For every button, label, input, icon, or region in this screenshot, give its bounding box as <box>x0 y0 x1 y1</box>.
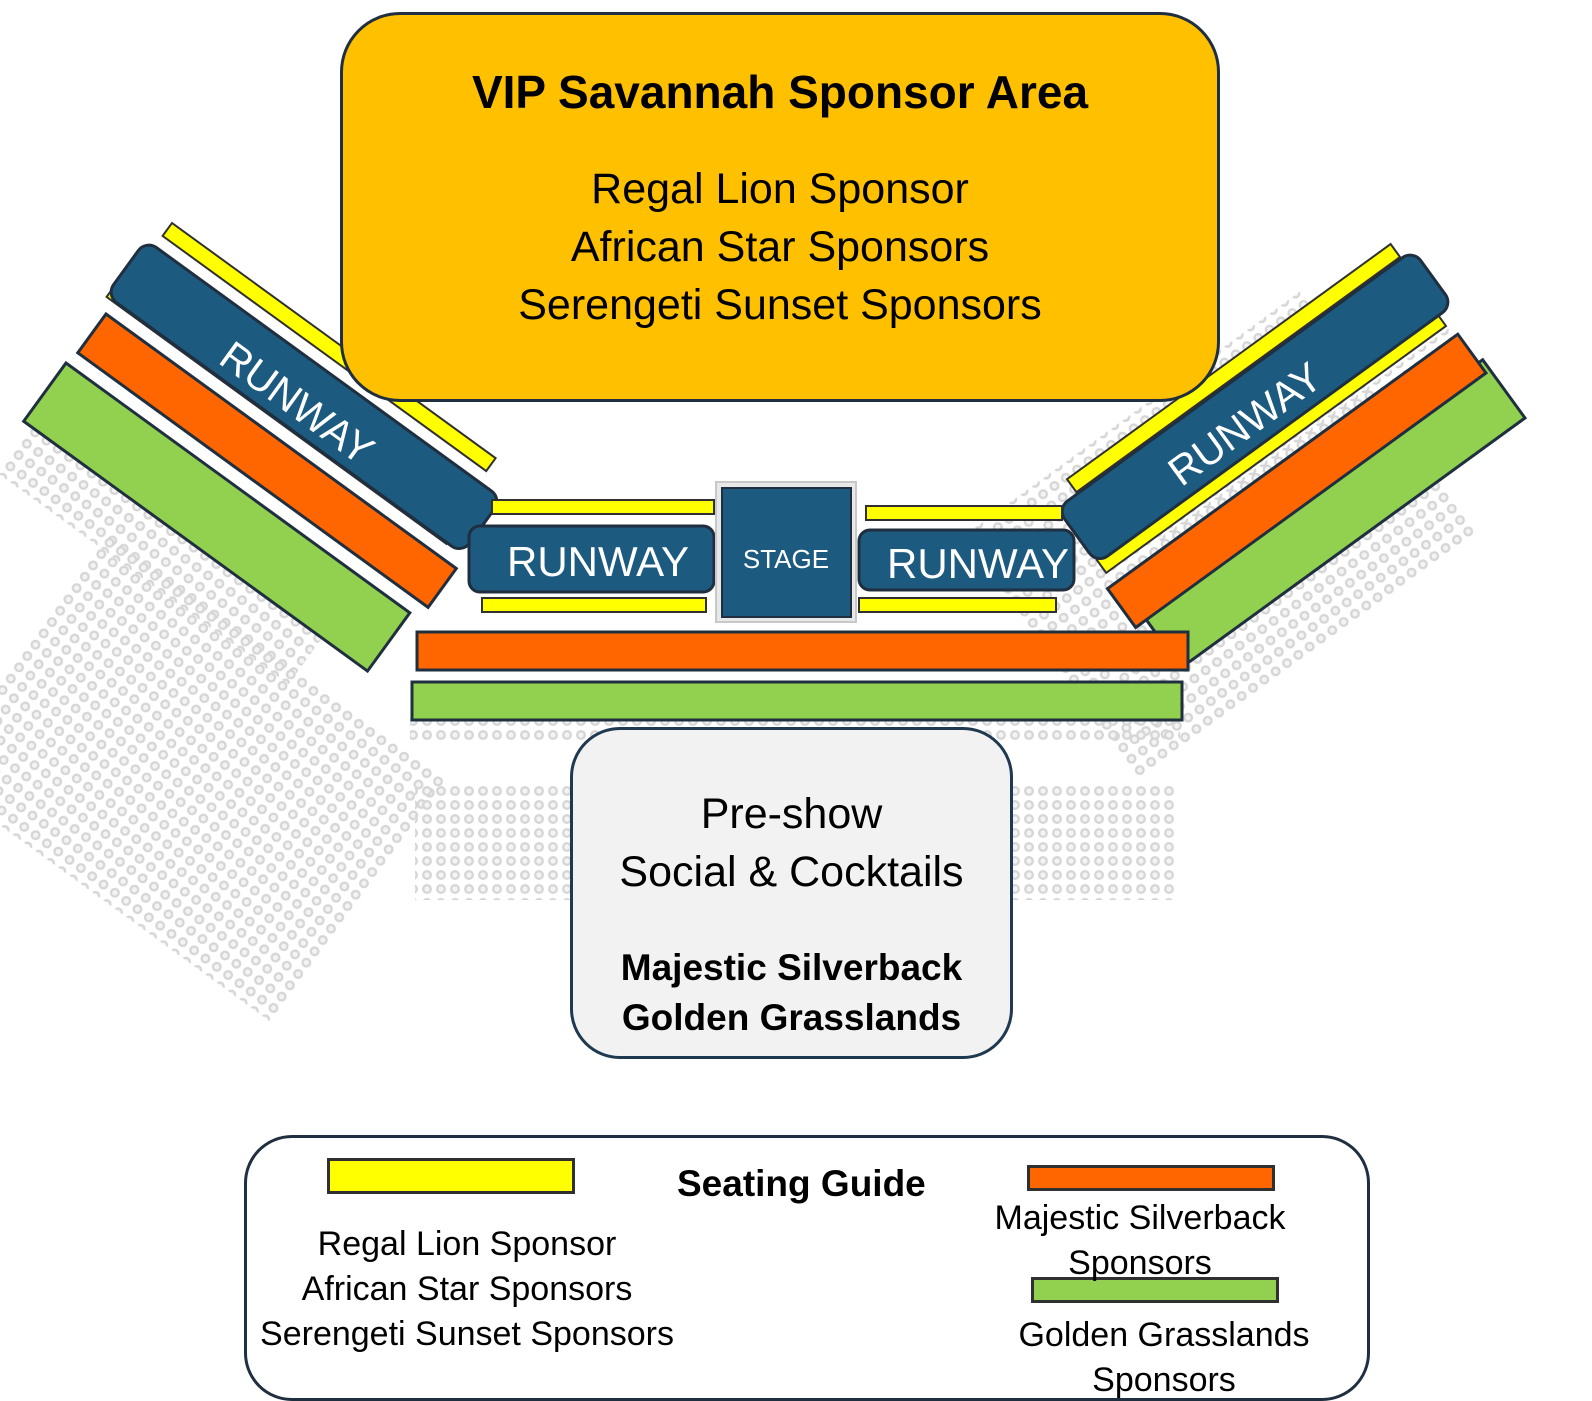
regal-row-center-right-top <box>865 505 1063 521</box>
silverback-row-center <box>415 630 1190 672</box>
grasslands-row-left <box>21 360 412 674</box>
legend-line: Regal Lion Sponsor <box>317 1225 617 1263</box>
silverback-row-right <box>1105 332 1489 630</box>
legend-line: Sponsors <box>1092 1361 1236 1399</box>
runway-right-diagonal <box>1060 253 1450 560</box>
vip-sponsor-area: VIP Savannah Sponsor Area Regal Lion Spo… <box>340 12 1220 402</box>
preshow-sponsor-grasslands: Golden Grasslands <box>621 997 962 1038</box>
legend-swatch-yellow <box>327 1158 575 1194</box>
seating-guide-legend: Seating Guide Regal Lion Sponsor African… <box>244 1135 1370 1401</box>
grasslands-row-center <box>410 680 1184 722</box>
seating-block-center-left <box>415 785 580 900</box>
stage <box>721 487 852 618</box>
regal-row-center-left-bottom <box>481 597 707 613</box>
right-seating-arm: RUNWAY <box>1060 242 1528 670</box>
legend-line: Sponsors <box>1068 1244 1212 1282</box>
vip-sponsor-line: Serengeti Sunset Sponsors <box>518 281 1042 329</box>
preshow-social-area: Pre-show Social & Cocktails Majestic Sil… <box>570 727 1013 1059</box>
runway-center-left <box>467 524 716 594</box>
legend-swatch-green <box>1031 1277 1279 1303</box>
regal-row-left-inner <box>161 221 498 473</box>
preshow-title: Pre-show <box>700 790 883 838</box>
vip-sponsor-line: Regal Lion Sponsor <box>591 165 969 213</box>
regal-row-right-inner <box>1065 242 1402 494</box>
legend-swatch-orange <box>1027 1165 1275 1191</box>
legend-line: Serengeti Sunset Sponsors <box>260 1315 674 1353</box>
seating-block-center-right <box>1013 785 1178 900</box>
preshow-sponsor-silverback: Majestic Silverback <box>620 947 963 988</box>
legend-line: African Star Sponsors <box>301 1270 633 1308</box>
legend-title: Seating Guide <box>677 1163 926 1204</box>
legend-line: Golden Grasslands <box>1018 1316 1310 1354</box>
preshow-subtitle: Social & Cocktails <box>619 848 964 896</box>
legend-label-regal: Regal Lion Sponsor African Star Sponsors… <box>247 1222 687 1357</box>
runway-center-left-label: RUNWAY <box>507 538 689 585</box>
vip-area-title: VIP Savannah Sponsor Area <box>471 66 1089 118</box>
seating-block-lower-left <box>0 533 448 1023</box>
stage-label: STAGE <box>743 544 829 574</box>
seating-block-upper-left <box>0 400 342 685</box>
vip-sponsor-list: Regal Lion Sponsor African Star Sponsors… <box>343 160 1217 334</box>
legend-label-silverback: Majestic Silverback Sponsors <box>975 1196 1305 1286</box>
left-seating-arm: RUNWAY <box>21 221 499 674</box>
legend-label-grasslands: Golden Grasslands Sponsors <box>999 1313 1329 1399</box>
legend-line: Majestic Silverback <box>994 1199 1286 1237</box>
runway-center-right-label: RUNWAY <box>887 540 1069 587</box>
regal-row-center-right-bottom <box>858 597 1057 613</box>
silverback-row-left <box>75 311 459 610</box>
center-stage-section: RUNWAY RUNWAY STAGE <box>410 481 1190 722</box>
runway-center-right <box>857 528 1076 592</box>
vip-sponsor-line: African Star Sponsors <box>570 223 990 271</box>
regal-row-center-left-top <box>491 499 715 515</box>
